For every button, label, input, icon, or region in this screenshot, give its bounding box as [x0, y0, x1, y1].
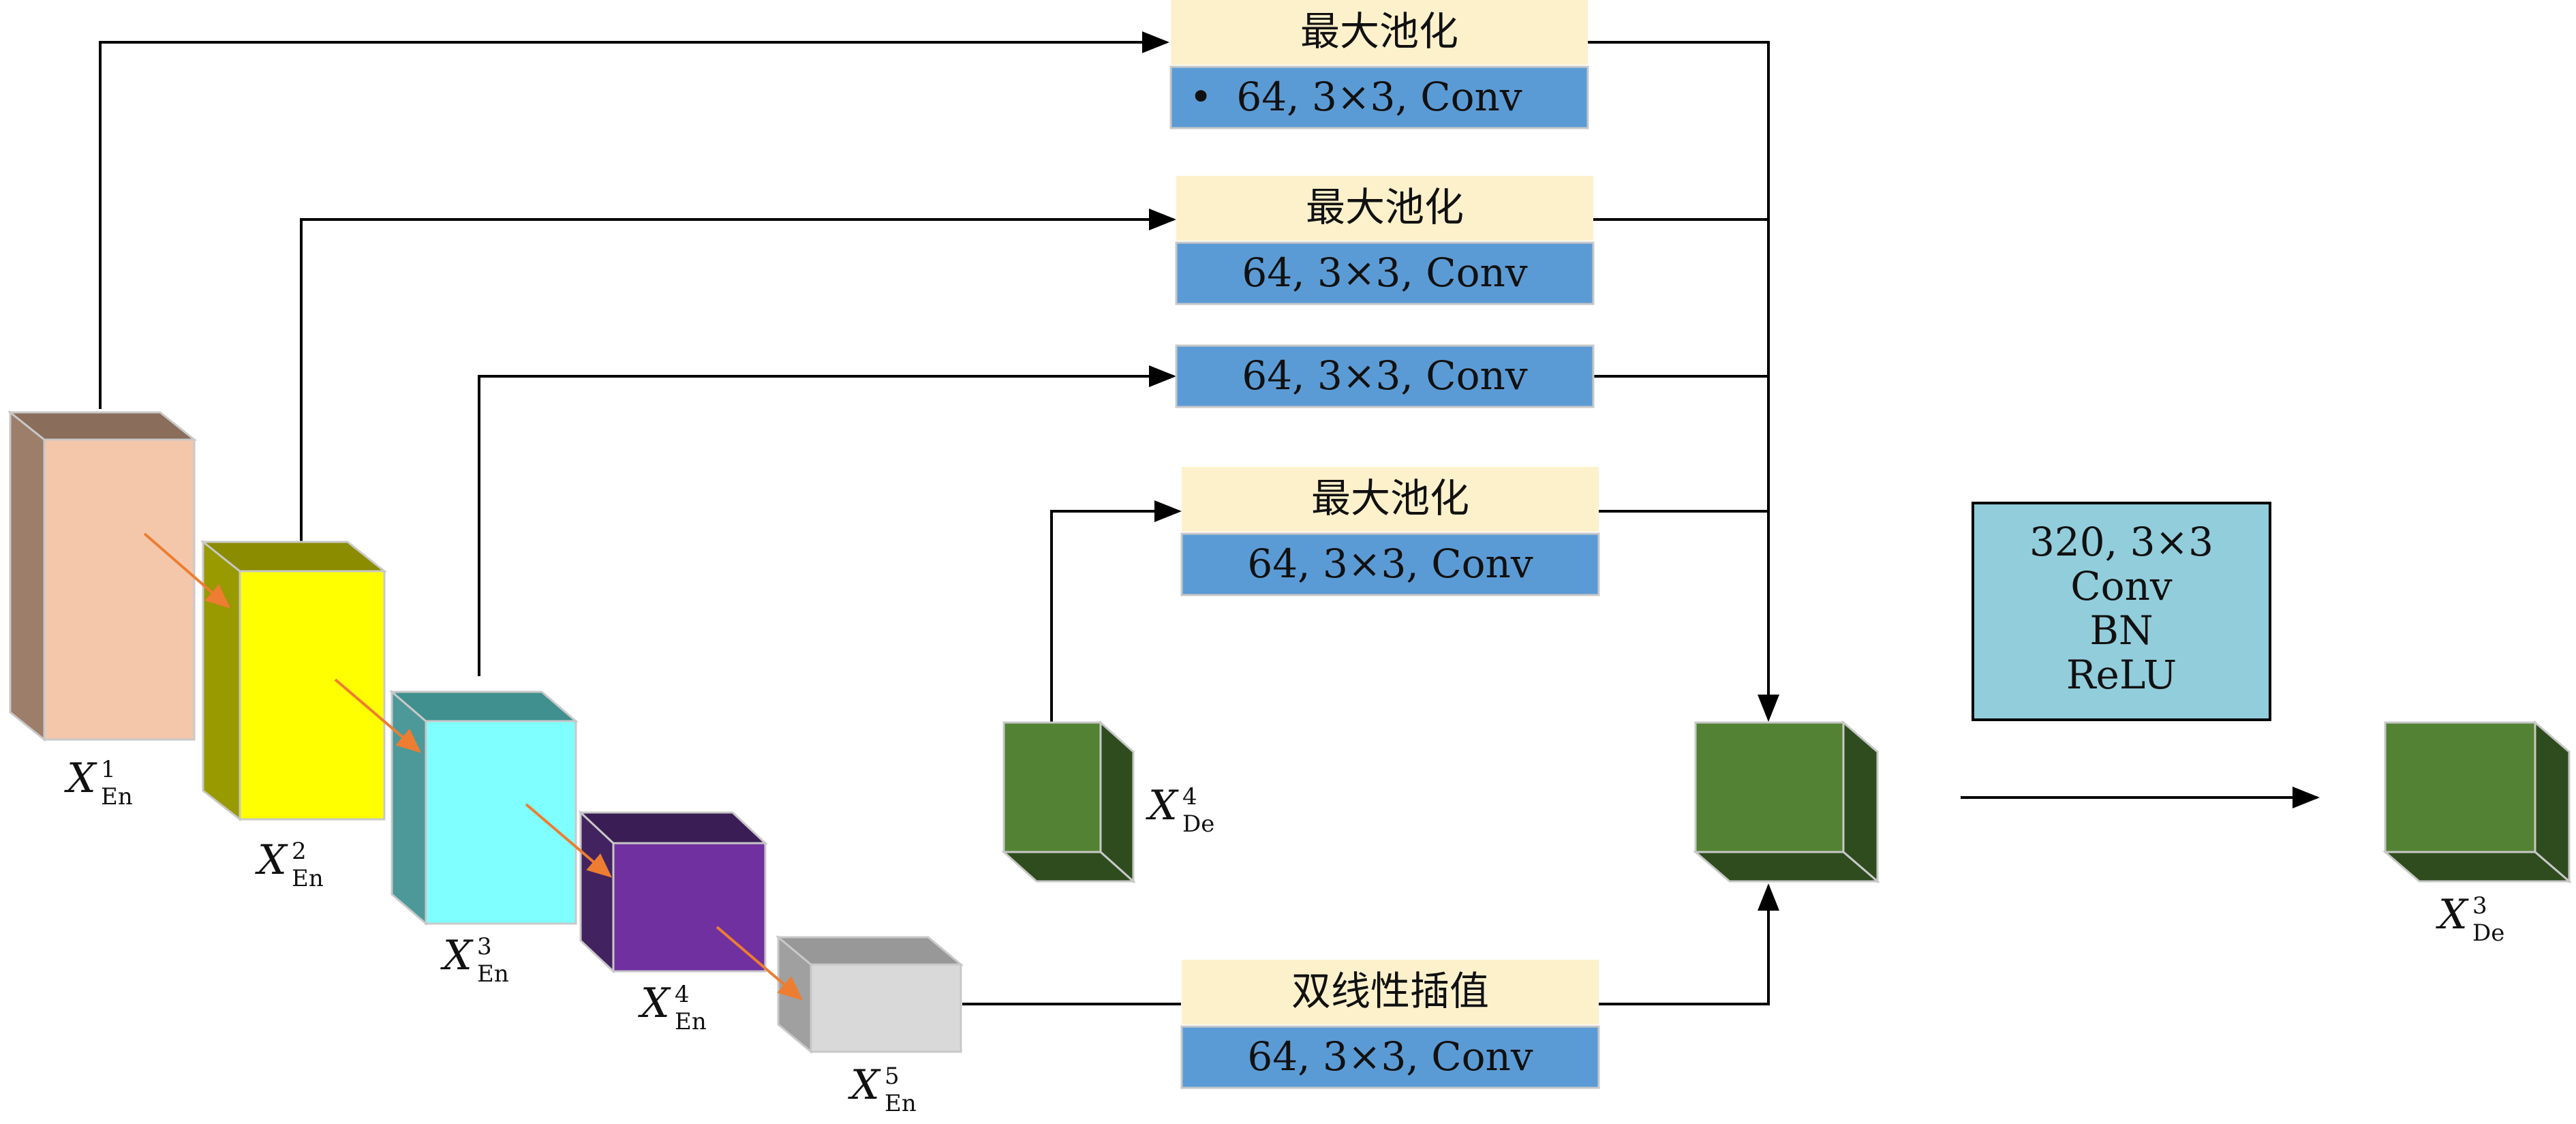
svg-text:X: X	[440, 932, 474, 979]
svg-text:3: 3	[477, 933, 492, 960]
flow-arrow-2-3	[334, 678, 422, 753]
conv-box-4	[1180, 532, 1600, 596]
encoder-cube-2	[200, 539, 388, 822]
svg-text:X: X	[848, 1061, 881, 1109]
upsample-line	[1599, 883, 1779, 1005]
svg-text:4: 4	[1182, 783, 1197, 810]
fusion-line-4: ReLU	[2066, 652, 2177, 698]
encoder-cube-4	[578, 810, 768, 974]
label-x-de3: X 3 De	[2436, 891, 2504, 947]
block-1: 最大池化 • 64, 3×3, Conv	[1169, 0, 1589, 130]
maxpool-box-1	[1171, 0, 1588, 65]
maxpool-label-2: 最大池化	[1306, 184, 1464, 230]
maxpool-label-1: 最大池化	[1300, 8, 1458, 55]
conv-label-4: 64, 3×3, Conv	[1247, 541, 1533, 587]
bullet-mark: •	[1189, 74, 1212, 120]
svg-text:X: X	[255, 836, 288, 884]
bilinear-label: 双线性插值	[1291, 968, 1489, 1014]
fusion-line-2: Conv	[2070, 563, 2173, 609]
encoder-cube-5	[775, 935, 964, 1054]
conv-box-3	[1175, 344, 1595, 408]
label-x-en1: X 1 En	[64, 755, 133, 810]
svg-text:X: X	[638, 979, 671, 1027]
block-3: 64, 3×3, Conv	[1175, 344, 1595, 408]
decoder-cube-de3	[2382, 720, 2573, 884]
svg-text:En: En	[101, 783, 133, 810]
encoder-cube-1	[7, 410, 198, 742]
bilinear-box	[1182, 960, 1599, 1024]
block-4: 最大池化 64, 3×3, Conv	[1180, 467, 1600, 596]
block-2: 最大池化 64, 3×3, Conv	[1175, 176, 1595, 305]
svg-text:De: De	[1182, 810, 1214, 838]
svg-text:1: 1	[101, 756, 116, 783]
svg-text:X: X	[2436, 891, 2469, 939]
label-x-en3: X 3 En	[440, 932, 509, 988]
label-x-en2: X 2 En	[255, 836, 324, 892]
maxpool-label-4: 最大池化	[1311, 475, 1469, 521]
svg-text:En: En	[675, 1008, 707, 1035]
skip-line-en1	[99, 31, 1169, 409]
maxpool-box-4	[1182, 467, 1599, 532]
connection-lines	[99, 31, 2320, 1005]
svg-text:X: X	[1146, 782, 1179, 830]
block-5: 双线性插值 64, 3×3, Conv	[1180, 960, 1600, 1089]
conv-label-5: 64, 3×3, Conv	[1247, 1033, 1533, 1080]
conv-box-1	[1169, 65, 1589, 130]
flow-arrow-4-5	[716, 926, 803, 1001]
fusion-box: 320, 3×3 Conv BN ReLU	[1972, 502, 2271, 721]
svg-text:En: En	[477, 960, 509, 988]
svg-text:En: En	[292, 865, 324, 892]
maxpool-box-2	[1176, 176, 1593, 241]
svg-text:3: 3	[2472, 892, 2487, 920]
label-x-en5: X 5 En	[848, 1061, 917, 1117]
conv-label-1: 64, 3×3, Conv	[1236, 74, 1522, 120]
svg-text:4: 4	[675, 981, 690, 1008]
fusion-line-1: 320, 3×3	[2029, 519, 2213, 565]
svg-text:5: 5	[885, 1063, 900, 1090]
svg-text:De: De	[2472, 920, 2504, 947]
flow-arrow-3-4	[525, 803, 613, 878]
skip-line-de4	[1050, 500, 1182, 723]
skip-line-en2	[300, 209, 1176, 542]
conv-box-5	[1180, 1025, 1600, 1089]
merged-feature-cube	[1692, 720, 1881, 884]
encoder-flow-arrows	[143, 532, 803, 1001]
svg-text:2: 2	[292, 838, 307, 865]
label-x-de4: X 4 De	[1146, 782, 1214, 838]
svg-text:X: X	[64, 755, 97, 802]
skip-line-en3	[478, 365, 1176, 676]
svg-text:En: En	[885, 1090, 917, 1117]
conv-label-2: 64, 3×3, Conv	[1242, 249, 1528, 296]
conv-label-3: 64, 3×3, Conv	[1242, 352, 1528, 399]
collector-line	[1588, 41, 1779, 722]
flow-arrow-1-2	[143, 532, 231, 609]
conv-box-2	[1175, 241, 1595, 305]
encoder-cube-3	[388, 689, 579, 926]
fusion-line-3: BN	[2089, 607, 2153, 654]
label-x-en4: X 4 En	[638, 979, 707, 1035]
decoder-cube-de4	[1001, 720, 1136, 884]
